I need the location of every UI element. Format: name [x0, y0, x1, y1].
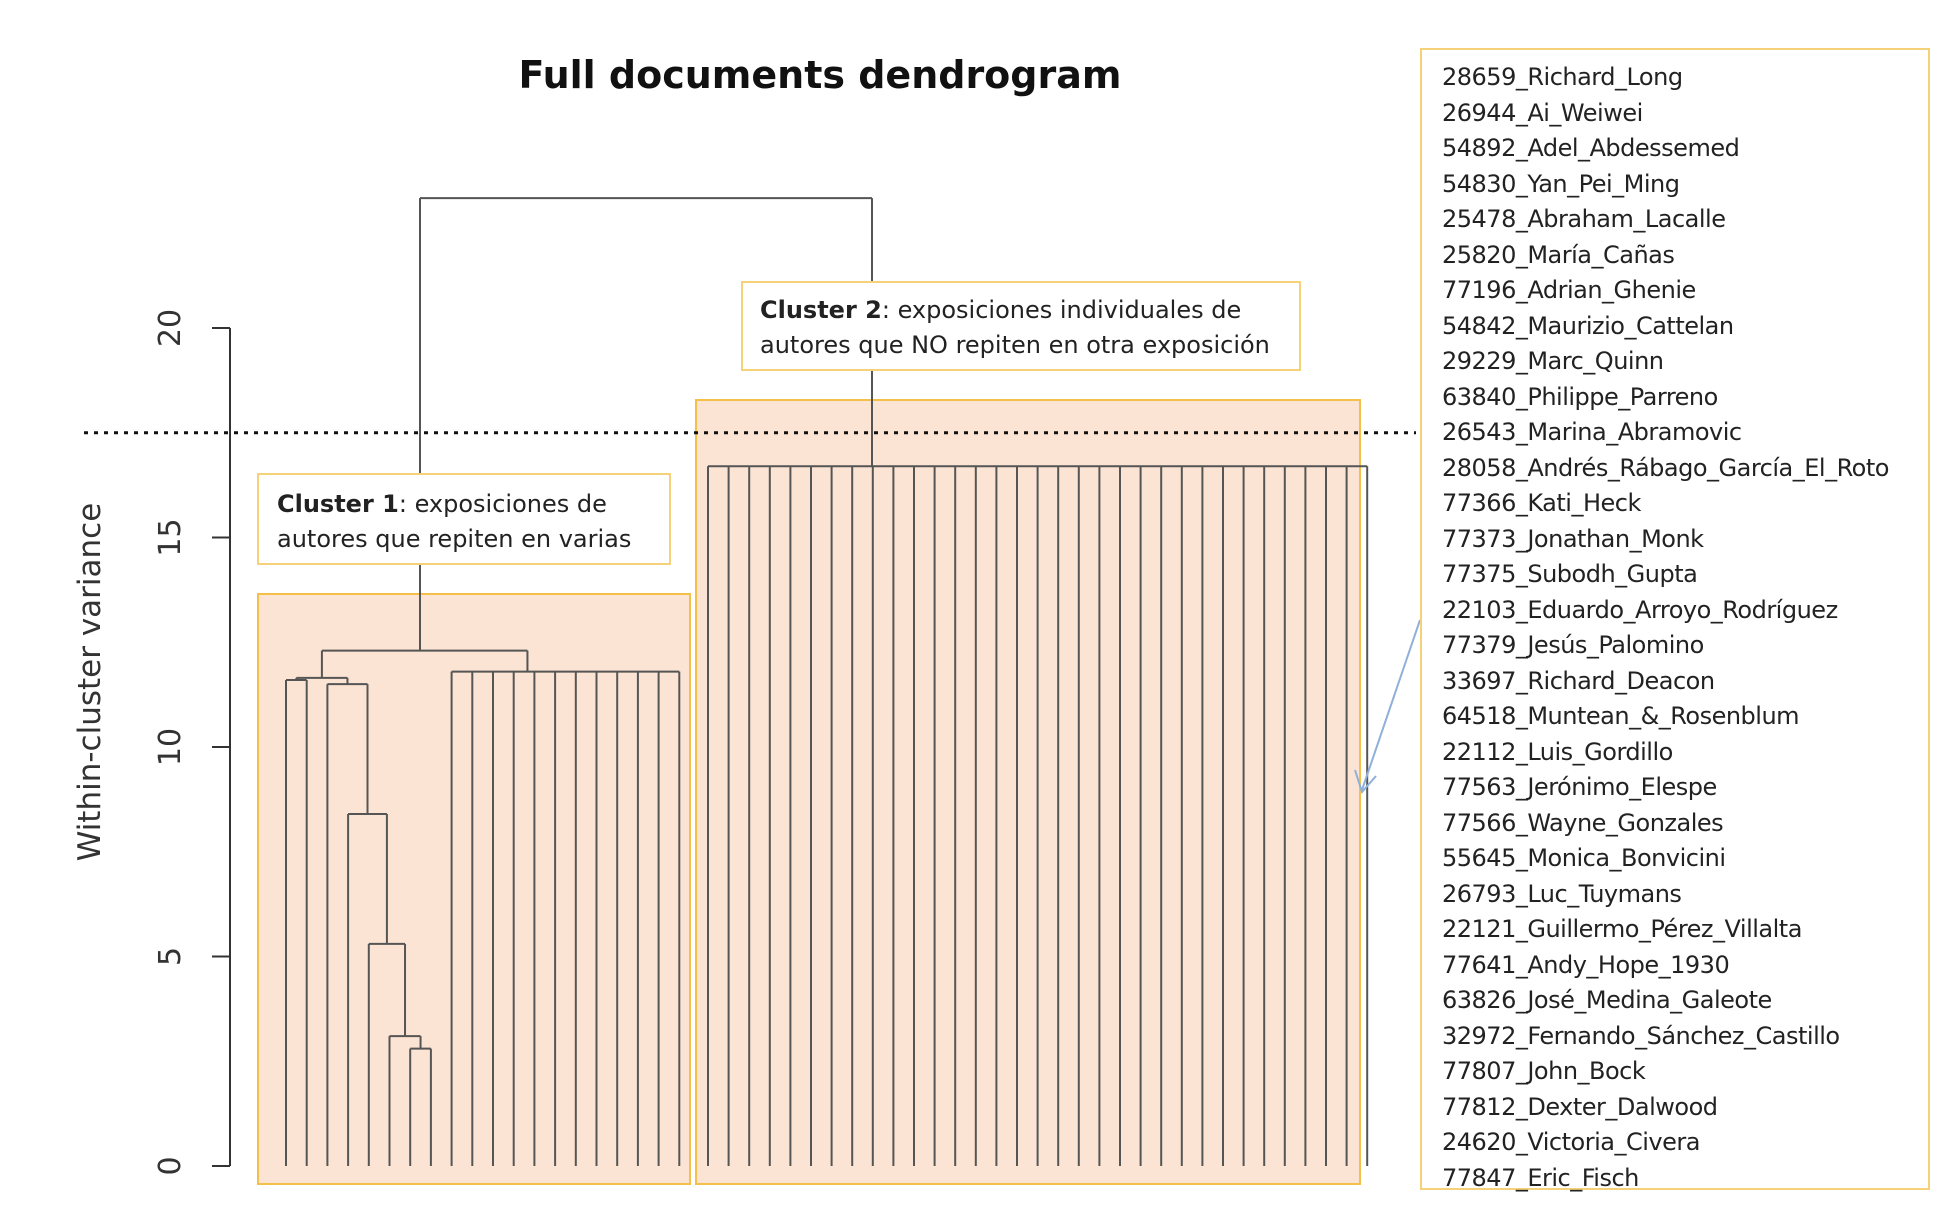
- leaf-label-item: 77366_Kati_Heck: [1442, 489, 1641, 517]
- leaf-label-item: 77196_Adrian_Ghenie: [1442, 276, 1696, 304]
- dendrogram-tree: [285, 197, 1369, 1166]
- leaf-label-item: 77566_Wayne_Gonzales: [1442, 808, 1724, 837]
- leaf-label-item: 77563_Jerónimo_Elespe: [1442, 773, 1717, 801]
- leaf-label-item: 63840_Philippe_Parreno: [1442, 382, 1718, 411]
- cluster-2-box: [695, 399, 1361, 1185]
- pointer-arrow-line: [1361, 619, 1421, 791]
- cluster-2-label-line2: autores que NO repiten en otra exposició…: [760, 331, 1270, 359]
- leaf-label-item: 63826_José_Medina_Galeote: [1442, 986, 1772, 1014]
- leaf-label-item: 26543_Marina_Abramovic: [1442, 418, 1742, 446]
- leaf-label-item: 24620_Victoria_Civera: [1442, 1128, 1700, 1156]
- leaf-label-item: 77812_Dexter_Dalwood: [1442, 1092, 1718, 1121]
- leaf-label-item: 22103_Eduardo_Arroyo_Rodríguez: [1442, 595, 1838, 624]
- y-axis-label: Within-cluster variance: [72, 503, 108, 862]
- cluster-2-label-bold: Cluster 2: [760, 296, 882, 324]
- cluster-2-label-line1: : exposiciones individuales de: [882, 296, 1241, 324]
- leaf-label-item: 22121_Guillermo_Pérez_Villalta: [1442, 915, 1802, 943]
- y-tick-label-5: 5: [153, 947, 188, 966]
- leaf-label-item: 77641_Andy_Hope_1930: [1442, 950, 1730, 979]
- leaf-label-item: 22112_Luis_Gordillo: [1442, 737, 1673, 766]
- cluster-1-label-bold: Cluster 1: [277, 490, 399, 518]
- cluster-2-label: Cluster 2: exposiciones individuales de …: [760, 296, 1270, 359]
- leaf-label-item: 64518_Muntean_&_Rosenblum: [1442, 702, 1800, 730]
- pointer-arrow-head: [1354, 769, 1377, 794]
- cluster-1-label-box: [257, 473, 671, 565]
- leaf-label-list: 28659_Richard_Long 26944_Ai_Weiwei 54892_A…: [1420, 48, 1930, 1192]
- leaf-label-item: 77379_Jesús_Palomino: [1442, 631, 1704, 659]
- leaf-label-item: 26944_Ai_Weiwei: [1442, 98, 1643, 127]
- y-tick-label-15: 15: [153, 518, 188, 556]
- leaf-label-item: 25820_María_Cañas: [1442, 240, 1675, 269]
- y-tick-label-0: 0: [153, 1156, 188, 1175]
- leaf-label-item: 25478_Abraham_Lacalle: [1442, 205, 1726, 233]
- leaf-label-item: 54892_Adel_Abdessemed: [1442, 134, 1740, 162]
- cluster-labels: Cluster 1: exposiciones de autores que r…: [257, 281, 1301, 565]
- y-axis: 0 5 10 15 20: [153, 309, 231, 1176]
- cluster-1-box: [257, 593, 691, 1185]
- leaf-label-item: 28659_Richard_Long: [1442, 63, 1683, 91]
- cluster-2-label-box: [741, 281, 1301, 371]
- leaf-label-item: 33697_Richard_Deacon: [1442, 666, 1715, 695]
- leaf-label-item: 28058_Andrés_Rábago_García_El_Roto: [1442, 453, 1889, 482]
- cluster-1-label-line1: : exposiciones de: [399, 490, 607, 518]
- leaf-label-item: 77807_John_Bock: [1442, 1057, 1646, 1085]
- leaf-label-item: 32972_Fernando_Sánchez_Castillo: [1442, 1021, 1840, 1050]
- leaf-label-item: 55645_Monica_Bonvicini: [1442, 844, 1726, 872]
- cluster-1-label: Cluster 1: exposiciones de autores que r…: [277, 490, 631, 553]
- leaf-label-item: 54830_Yan_Pei_Ming: [1442, 169, 1680, 198]
- leaf-label-item: 77847_Eric_Fisch: [1442, 1163, 1639, 1192]
- leaf-label-item: 54842_Maurizio_Cattelan: [1442, 311, 1734, 340]
- leaf-label-item: 26793_Luc_Tuymans: [1442, 879, 1682, 908]
- leaf-label-item: 77375_Subodh_Gupta: [1442, 560, 1698, 588]
- y-tick-label-20: 20: [153, 309, 188, 347]
- chart-title: Full documents dendrogram: [519, 53, 1122, 97]
- leaf-label-item: 29229_Marc_Quinn: [1442, 347, 1664, 375]
- cluster-1-label-line2: autores que repiten en varias: [277, 525, 631, 553]
- y-tick-label-10: 10: [153, 728, 188, 766]
- leaf-label-item: 77373_Jonathan_Monk: [1442, 524, 1704, 553]
